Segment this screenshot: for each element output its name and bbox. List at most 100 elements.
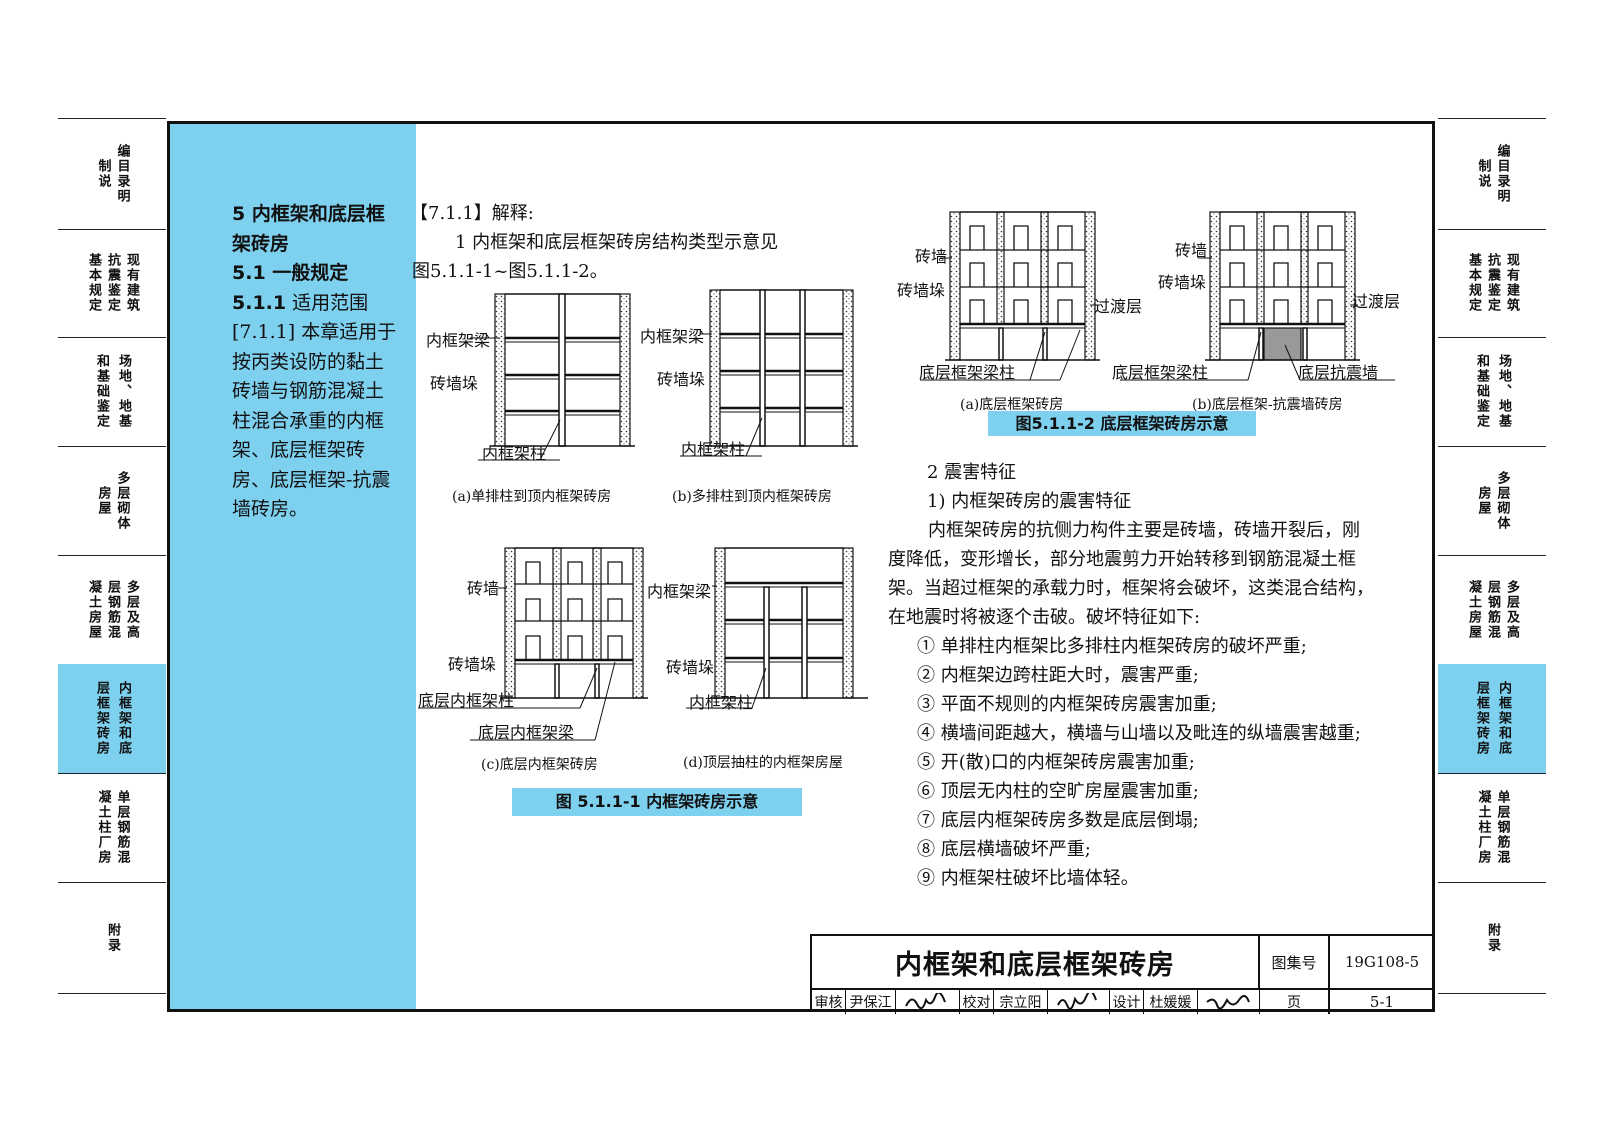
reviewer-name: 尹保江 <box>846 990 896 1014</box>
title-block: 内框架和底层框架砖房 图集号 19G108-5 审核 尹保江 校对 宗立阳 设计… <box>810 934 1435 1014</box>
check-label: 校对 <box>960 990 994 1014</box>
tab-label: 单层钢筋混凝土柱厂房 <box>1475 790 1510 865</box>
figure-title-1: 图 5.1.1-1 内框架砖房示意 <box>512 788 802 816</box>
signature-mark <box>1205 995 1250 1010</box>
chapter-title: 5 内框架和底层框架砖房 <box>232 203 385 255</box>
right-tab-4[interactable]: 多层及高层钢筋混凝土房屋 <box>1438 555 1546 665</box>
intro-line-2: 图5.1.1-1~图5.1.1-2。 <box>412 261 608 282</box>
chapter-sidebar <box>170 124 416 1009</box>
tab-label-column: 基本规定 <box>1466 252 1481 313</box>
explanation-tag: 【7.1.1】解释: <box>410 203 534 224</box>
label-f2a-wall: 砖墙 <box>915 247 947 266</box>
right-tab-6[interactable]: 单层钢筋混凝土柱厂房 <box>1438 773 1546 883</box>
clause-number: 5.1.1 <box>232 291 287 314</box>
left-tab-6[interactable]: 单层钢筋混凝土柱厂房 <box>58 773 166 883</box>
page-number: 5-1 <box>1369 993 1395 1011</box>
tab-label: 场地、地基 和基础鉴定 <box>93 354 131 429</box>
tab-label-column: 现有建筑 <box>1504 252 1519 313</box>
tab-label-column: 附录 <box>1485 922 1500 953</box>
right-tab-2[interactable]: 场地、地基 和基础鉴定 <box>1438 337 1546 447</box>
tab-label-column: 单层钢筋混 <box>1494 790 1510 865</box>
tab-label-column: 房屋 <box>95 470 111 531</box>
tab-label: 现有建筑抗震鉴定基本规定 <box>85 253 139 313</box>
right-tab-strip: 编目录明 制说 现有建筑抗震鉴定基本规定场地、地基 和基础鉴定多层砌体 房屋 多… <box>1438 118 1546 1014</box>
review-label: 审核 <box>812 990 846 1014</box>
label-f2b-shearwall: 底层抗震墙 <box>1298 363 1378 382</box>
diagram-a-single-column <box>470 293 635 461</box>
diagram-d-top-column-removed <box>686 547 868 709</box>
tab-label: 现有建筑抗震鉴定基本规定 <box>1465 253 1519 313</box>
left-tab-1[interactable]: 现有建筑抗震鉴定基本规定 <box>58 228 166 338</box>
label-d-column: 内框架柱 <box>689 693 753 712</box>
right-tab-1[interactable]: 现有建筑抗震鉴定基本规定 <box>1438 228 1546 338</box>
list-item: ① 单排柱内框架比多排柱内框架砖房的破坏严重; <box>917 636 1307 657</box>
tab-label-column: 凝土柱厂房 <box>1475 790 1491 865</box>
paragraph-line: 内框架砖房的抗侧力构件主要是砖墙，砖墙开裂后，刚 <box>928 520 1360 541</box>
label-c-column: 底层内框架柱 <box>418 691 514 710</box>
label-a-beam: 内框架梁 <box>426 331 490 350</box>
damage-paragraph: 内框架砖房的抗侧力构件主要是砖墙，砖墙开裂后，刚 度降低，变形增长，部分地震剪力… <box>888 516 1374 632</box>
drawing-title: 内框架和底层框架砖房 <box>812 936 1260 990</box>
figure-title-2: 图5.1.1-2 底层框架砖房示意 <box>988 411 1256 436</box>
left-tab-0[interactable]: 编目录明 制说 <box>58 118 166 230</box>
tab-label-column: 单层钢筋混 <box>114 790 130 865</box>
label-f2b-transfer: 过渡层 <box>1352 292 1400 311</box>
left-tab-5[interactable]: 内框架和底 层框架砖房 <box>58 664 166 774</box>
label-d-pier: 砖墙垛 <box>666 658 714 677</box>
tab-label-column: 附录 <box>105 922 120 953</box>
label-f2b-frame: 底层框架梁柱 <box>1112 363 1208 382</box>
tab-label-column: 多层及高 <box>124 579 139 640</box>
list-item: ③ 平面不规则的内框架砖房震害加重; <box>917 694 1217 715</box>
signature-mark <box>1056 993 1097 1010</box>
tab-label-column: 场地、地基 <box>116 354 131 429</box>
left-tab-2[interactable]: 场地、地基 和基础鉴定 <box>58 337 166 447</box>
right-tab-7[interactable]: 附录 <box>1438 882 1546 994</box>
label-c-pier: 砖墙垛 <box>448 655 496 674</box>
label-a-pier: 砖墙垛 <box>430 374 478 393</box>
list-item: ⑦ 底层内框架砖房多数是底层倒塌; <box>917 810 1199 831</box>
label-d-beam: 内框架梁 <box>647 582 711 601</box>
checker-name: 宗立阳 <box>994 990 1048 1014</box>
tab-label-column: 内框架和底 <box>116 681 131 756</box>
tab-label-column: 抗震鉴定 <box>105 252 120 313</box>
label-f2a-transfer: 过渡层 <box>1094 297 1142 316</box>
left-tab-7[interactable]: 附录 <box>58 882 166 994</box>
atlas-number: 19G108-5 <box>1330 936 1434 990</box>
damage-subheading: 1) 内框架砖房的震害特征 <box>927 491 1132 512</box>
sidebar-text: 5 内框架和底层框架砖房 5.1 一般规定 5.1.1 适用范围 [7.1.1]… <box>232 200 400 525</box>
checker-signature <box>1048 990 1110 1014</box>
tab-label: 多层砌体 房屋 <box>1475 471 1510 531</box>
tab-label-column: 制说 <box>95 144 111 204</box>
caption-d: (d)顶层抽柱的内框架房屋 <box>683 755 843 771</box>
list-item: ⑤ 开(散)口的内框架砖房震害加重; <box>917 752 1195 773</box>
label-f2a-frame: 底层框架梁柱 <box>919 363 1015 382</box>
left-tab-4[interactable]: 多层及高层钢筋混凝土房屋 <box>58 555 166 665</box>
tab-label: 多层及高层钢筋混凝土房屋 <box>1465 580 1519 640</box>
intro-line-1: 1 内框架和底层框架砖房结构类型示意见 <box>455 232 779 253</box>
label-f2b-wall: 砖墙 <box>1175 241 1207 260</box>
paragraph-line: 度降低，变形增长，部分地震剪力开始转移到钢筋混凝土框 <box>888 549 1356 570</box>
designer-name: 杜媛媛 <box>1144 990 1198 1014</box>
caption-a: (a)单排柱到顶内框架砖房 <box>452 489 612 505</box>
tab-label-column: 编目录明 <box>114 144 130 204</box>
tab-label-column: 和基础鉴定 <box>94 354 109 429</box>
signature-mark <box>904 993 946 1010</box>
clause-title: 适用范围 <box>292 291 369 314</box>
diagram-c-bottom-inner-frame <box>418 547 648 741</box>
diagram-fig2-b-shear-wall <box>1120 211 1395 381</box>
list-item: ⑨ 内框架柱破坏比墙体轻。 <box>917 868 1139 889</box>
tab-label-column: 和基础鉴定 <box>1474 354 1489 429</box>
left-tab-strip: 编目录明 制说 现有建筑抗震鉴定基本规定场地、地基 和基础鉴定多层砌体 房屋 多… <box>58 118 166 1014</box>
right-tab-0[interactable]: 编目录明 制说 <box>1438 118 1546 230</box>
label-f2b-pier: 砖墙垛 <box>1158 273 1206 292</box>
right-tab-3[interactable]: 多层砌体 房屋 <box>1438 446 1546 556</box>
tab-label-column: 多层砌体 <box>1494 470 1510 531</box>
paragraph-line: 在地震时将被逐个击破。破坏特征如下: <box>888 607 1201 628</box>
tab-label-column: 层框架砖房 <box>94 681 109 756</box>
label-c-wall: 砖墙 <box>467 579 499 598</box>
right-tab-5[interactable]: 内框架和底 层框架砖房 <box>1438 664 1546 774</box>
damage-list: ① 单排柱内框架比多排柱内框架砖房的破坏严重; ② 内框架边跨柱距大时，震害严重… <box>917 632 1361 893</box>
damage-heading: 2 震害特征 <box>927 462 1017 483</box>
left-tab-3[interactable]: 多层砌体 房屋 <box>58 446 166 556</box>
